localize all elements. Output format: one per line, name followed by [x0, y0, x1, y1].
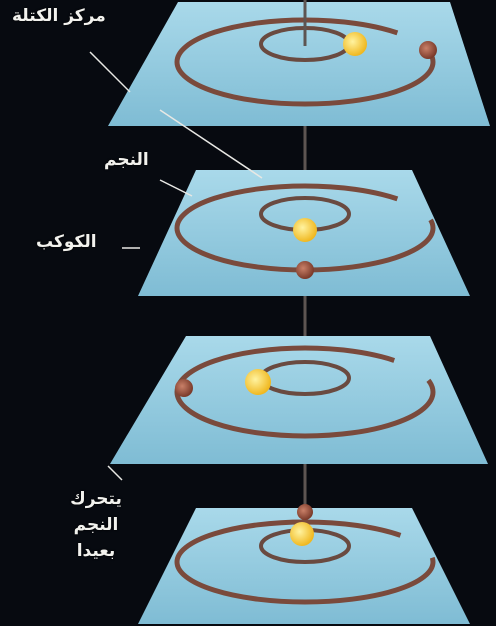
label-star: النجم: [104, 150, 149, 170]
plane-4-planet: [297, 504, 313, 520]
label-star-moves-line-2: النجم: [46, 512, 146, 538]
plane-1-planet: [419, 41, 437, 59]
label-star-moves-line-1: يتحرك: [46, 486, 146, 512]
plane-1-star: [343, 32, 367, 56]
plane-3-star: [245, 369, 271, 395]
plane-2-planet: [296, 261, 314, 279]
pointer-star-moves: [108, 466, 122, 480]
plane-3-planet: [175, 379, 193, 397]
label-star-moves: يتحرك النجم بعيدا: [46, 486, 146, 564]
plane-2-star: [293, 218, 317, 242]
plane-3: [110, 336, 488, 464]
label-center-of-mass: مركز الكتلة: [12, 6, 106, 26]
plane-4-star: [290, 522, 314, 546]
plane-4: [138, 504, 470, 624]
plane-1: [108, 0, 490, 126]
label-planet: الكوكب: [36, 232, 97, 252]
pointer-star: [160, 180, 192, 196]
label-star-moves-line-3: بعيدا: [46, 538, 146, 564]
pointer-center-of-mass: [90, 52, 130, 92]
plane-2: [138, 170, 470, 296]
